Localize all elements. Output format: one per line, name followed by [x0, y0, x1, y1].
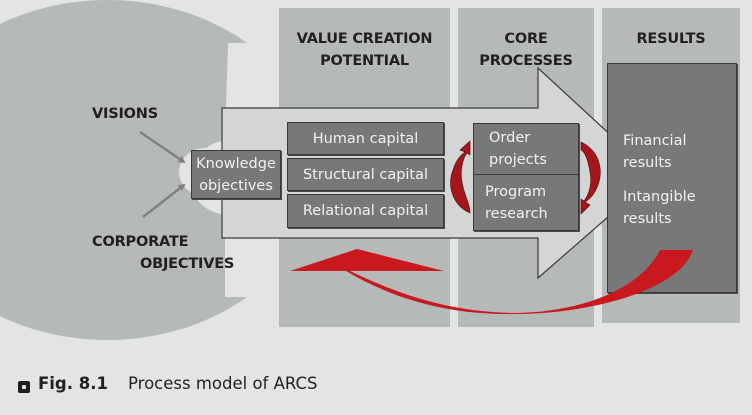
cycle-arrow-right	[580, 141, 601, 215]
column-title-core-processes: CORE PROCESSES	[458, 28, 594, 72]
knowledge-objectives-line: Knowledge	[196, 155, 276, 172]
human-capital-box: Human capital	[287, 122, 444, 155]
program-research-line: research	[485, 206, 548, 222]
program-research-box: Program research	[473, 174, 579, 231]
intangible-results-line: results	[623, 211, 672, 227]
column-title-line: CORE	[504, 31, 548, 47]
knowledge-objectives-line: objectives	[199, 177, 273, 194]
financial-results-line: results	[623, 155, 672, 171]
intangible-results: Intangible results	[623, 186, 736, 230]
corporate-objectives-label-line2: OBJECTIVES	[140, 256, 235, 272]
column-title-line: PROCESSES	[479, 53, 573, 69]
column-title-line: RESULTS	[636, 31, 706, 47]
relational-capital-box: Relational capital	[287, 194, 444, 228]
feedback-arrow-shape	[290, 249, 693, 315]
order-projects-box: Order projects	[473, 123, 579, 175]
cycle-arrow-left	[450, 140, 471, 214]
column-title-line: VALUE CREATION	[296, 31, 433, 47]
financial-results: Financial results	[623, 130, 736, 174]
financial-results-line: Financial	[623, 133, 687, 149]
order-projects-line: Order	[489, 130, 531, 146]
corporate-objectives-label-line1: CORPORATE	[92, 234, 189, 250]
intangible-results-line: Intangible	[623, 189, 696, 205]
visions-arrow	[139, 130, 186, 164]
relational-capital-label: Relational capital	[302, 203, 429, 219]
figure-number: Fig. 8.1	[38, 374, 108, 393]
column-title-line: POTENTIAL	[320, 53, 409, 69]
column-title-value-creation: VALUE CREATION POTENTIAL	[279, 28, 450, 72]
column-title-results: RESULTS	[602, 28, 740, 50]
visions-label: VISIONS	[92, 106, 158, 122]
vision-fan	[0, 0, 247, 340]
order-projects-line: projects	[489, 152, 547, 168]
corporate-objectives-arrow	[142, 183, 186, 218]
human-capital-label: Human capital	[312, 130, 419, 147]
structural-capital-box: Structural capital	[287, 158, 444, 191]
knowledge-objectives-box: Knowledge objectives	[191, 150, 281, 199]
caption-marker-icon	[18, 381, 30, 393]
figure-caption-text: Process model of ARCS	[127, 374, 318, 393]
structural-capital-label: Structural capital	[302, 166, 429, 183]
program-research-line: Program	[485, 184, 547, 200]
figure-caption: Fig. 8.1 Process model of ARCS	[38, 374, 318, 393]
